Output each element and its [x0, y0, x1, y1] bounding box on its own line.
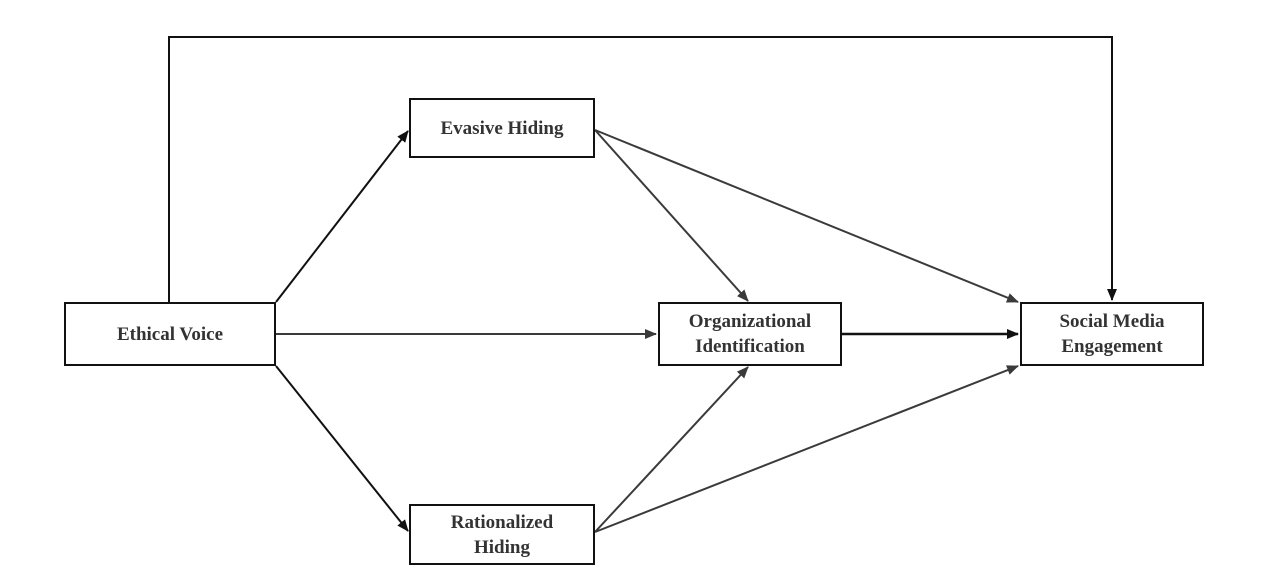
ethical-voice-label: Ethical Voice [116, 323, 224, 345]
arrow-evasive-to-org [594, 129, 749, 302]
arrow-evasive-to-social [594, 129, 1019, 303]
arrow-rationalized-to-org [594, 366, 749, 533]
evasive-hiding-label: Evasive Hiding [440, 117, 564, 139]
arrow-ethical-to-social-direct [168, 36, 1117, 302]
arrow-ethical-to-rationalized [275, 365, 409, 532]
ethical-voice-box: Ethical Voice [64, 302, 276, 366]
arrow-rationalized-to-social [594, 365, 1019, 533]
arrow-ethical-to-evasive [275, 130, 409, 303]
evasive-hiding-box: Evasive Hiding [409, 98, 595, 158]
